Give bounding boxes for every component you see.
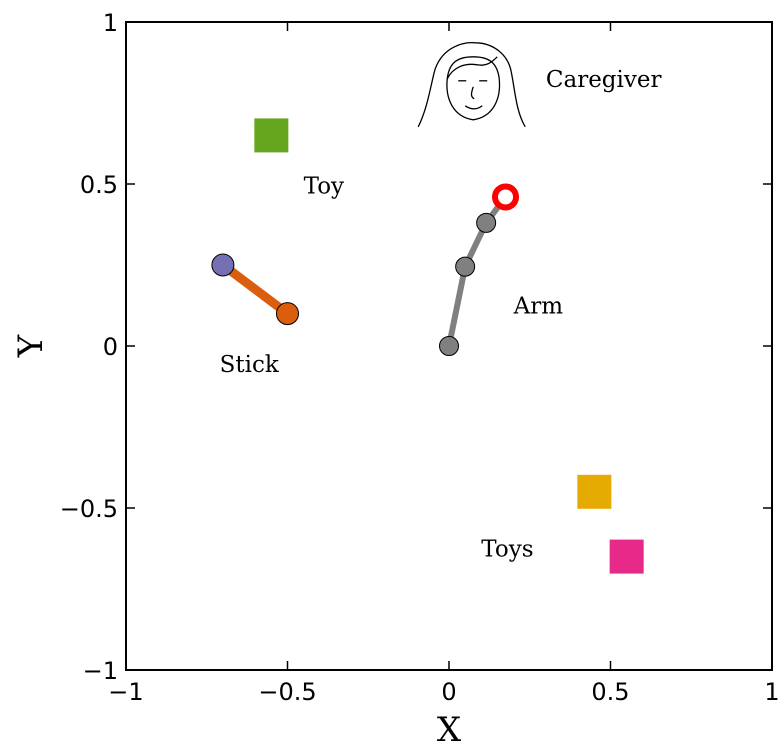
x-tick-label: 1 [764,678,779,706]
axis-ticks: −1 −0.5 0 0.5 1 −1 −0.5 0 0.5 1 [60,9,780,706]
annotation-label: Toy [304,174,344,200]
annotation-label: Caregiver [546,67,662,93]
caregiver-fringe [446,56,498,80]
caregiver-mouth [464,105,483,110]
x-axis-label: X [437,710,462,750]
annotation-label: Toys [481,537,533,563]
caregiver-face-icon [417,42,526,128]
toy-square [254,118,289,153]
caregiver-nose [470,86,475,100]
y-tick-label: 0 [103,333,118,361]
x-tick-label: −1 [108,678,143,706]
y-axis-label: Y [11,334,51,358]
annotation-label: Arm [513,294,564,320]
toy-square [609,539,644,574]
toy-square [577,474,612,509]
arm-line [446,193,509,349]
x-tick-label: 0 [441,678,456,706]
stick-line [218,260,292,319]
arm-joint [439,336,459,356]
y-tick-label: −1 [83,657,118,685]
arm-joint [476,212,497,233]
caregiver-face [446,56,501,121]
caregiver-hair [417,42,526,128]
x-tick-label: −0.5 [258,678,316,706]
arm-hand [492,183,520,211]
stick-end-blue [211,253,235,277]
arm-joint [455,256,476,277]
y-tick-label: 0.5 [80,171,118,199]
stick-end-orange [276,302,299,326]
x-tick-label: 0.5 [591,678,629,706]
y-tick-label: −0.5 [60,495,118,523]
annotation-label: Stick [220,352,280,378]
y-tick-label: 1 [103,9,118,37]
